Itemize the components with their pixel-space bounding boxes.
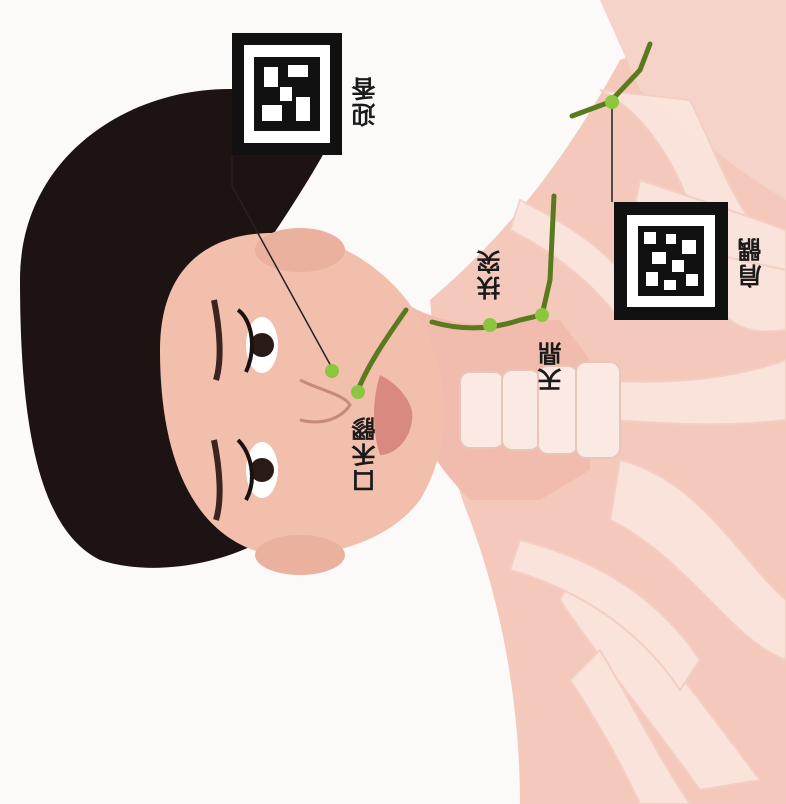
label-tianding: 天鼎 [534, 340, 569, 392]
ar-marker-icon [232, 33, 342, 155]
point-futu [483, 318, 497, 332]
point-kouheliao [351, 385, 365, 399]
ear-bottom [255, 535, 345, 575]
point-yingxiang [325, 364, 339, 378]
label-futu: 扶突 [473, 248, 508, 300]
point-jianyu [605, 95, 619, 109]
ar-marker-icon [614, 202, 728, 320]
label-jianyu: 肩髃 [734, 236, 769, 288]
label-yingxiang: 迎香 [348, 75, 383, 127]
label-kouheliao: 口禾髎 [348, 415, 383, 493]
point-tianding [535, 308, 549, 322]
ear-top [255, 228, 345, 272]
